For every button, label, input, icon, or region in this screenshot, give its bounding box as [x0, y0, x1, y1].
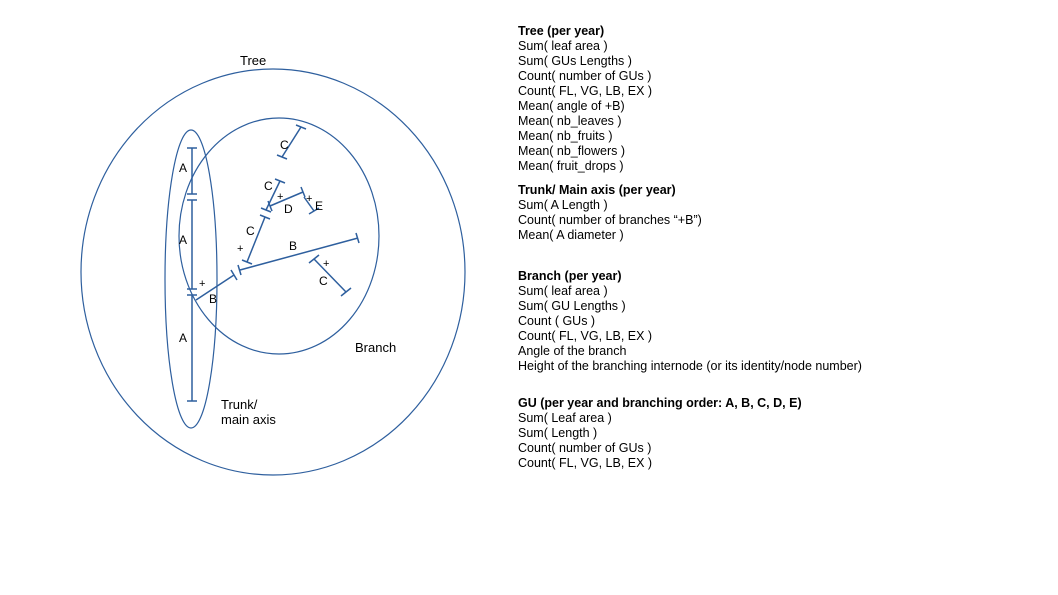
metric-item: Mean( angle of +B) — [518, 99, 625, 113]
metric-item: Mean( nb_flowers ) — [518, 144, 625, 158]
plus-marker: + — [306, 193, 312, 205]
segment-label-a-2: A — [179, 233, 187, 247]
section-title: Branch (per year) — [518, 269, 622, 283]
trunk-label-line2: main axis — [221, 412, 276, 427]
metric-item: Sum( GUs Lengths ) — [518, 54, 632, 68]
metric-item: Mean( fruit_drops ) — [518, 159, 624, 173]
diagram-shapes — [80, 68, 466, 476]
section-title: GU (per year and branching order: A, B, … — [518, 396, 802, 410]
metric-item: Sum( GU Lengths ) — [518, 299, 626, 313]
gu-section: GU (per year and branching order: A, B, … — [518, 396, 1038, 471]
metric-item: Sum( leaf area ) — [518, 39, 608, 53]
segment-c-middle — [265, 180, 281, 211]
branch-label: Branch — [355, 340, 396, 355]
metric-item: Height of the branching internode (or it… — [518, 359, 862, 373]
metric-item: Mean( nb_fruits ) — [518, 129, 613, 143]
segment-e — [303, 196, 315, 212]
metric-item: Count ( GUs ) — [518, 314, 596, 328]
plus-marker: + — [199, 278, 205, 290]
segment-label-c-lower: C — [246, 224, 255, 238]
metric-item: Sum( leaf area ) — [518, 284, 608, 298]
segment-label-c-middle: C — [264, 179, 273, 193]
structure-diagram: Tree Branch Trunk/ main axis A A A B B C… — [80, 53, 466, 476]
segment-c-lower — [246, 216, 266, 263]
metric-item: Count( FL, VG, LB, EX ) — [518, 84, 653, 98]
segment-c-top — [281, 126, 302, 158]
metric-item: Sum( A Length ) — [518, 198, 608, 212]
branch-section: Branch (per year) Sum( leaf area ) Sum( … — [518, 269, 1038, 374]
segment-b-upper — [239, 237, 359, 271]
trunk-section: Trunk/ Main axis (per year) Sum( A Lengt… — [518, 183, 1038, 243]
segment-label-a-1: A — [179, 161, 187, 175]
section-title: Trunk/ Main axis (per year) — [518, 183, 676, 197]
metric-item: Count( number of GUs ) — [518, 69, 652, 83]
tree-label: Tree — [240, 53, 266, 68]
segment-label-c-top: C — [280, 138, 289, 152]
plus-marker: + — [323, 258, 329, 270]
plus-marker: + — [277, 191, 283, 203]
metric-item: Count( number of GUs ) — [518, 441, 652, 455]
tree-circle — [80, 68, 466, 476]
metric-item: Angle of the branch — [518, 344, 627, 358]
segment-label-e: E — [315, 199, 323, 213]
tree-section: Tree (per year) Sum( leaf area ) Sum( GU… — [518, 24, 1038, 174]
segment-c-right — [313, 258, 347, 293]
segment-b-lower — [195, 274, 235, 301]
segment-label-d: D — [284, 202, 293, 216]
metric-item: Sum( Length ) — [518, 426, 598, 440]
segment-label-b-upper: B — [289, 239, 297, 253]
metric-item: Mean( A diameter ) — [518, 228, 624, 242]
segment-label-c-right: C — [319, 274, 328, 288]
segment-label-b-lower: B — [209, 292, 217, 306]
plus-marker: + — [237, 243, 243, 255]
segment-label-a-3: A — [179, 331, 187, 345]
trunk-label-line1: Trunk/ — [221, 397, 258, 412]
trunk-ellipse — [164, 129, 218, 429]
segments — [187, 124, 360, 402]
metric-item: Count( number of branches “+B”) — [518, 213, 702, 227]
metric-item: Sum( Leaf area ) — [518, 411, 612, 425]
metric-item: Mean( nb_leaves ) — [518, 114, 622, 128]
metrics-panel: Tree (per year) Sum( leaf area ) Sum( GU… — [518, 24, 1038, 471]
branch-circle — [178, 117, 380, 355]
metric-item: Count( FL, VG, LB, EX ) — [518, 329, 653, 343]
metric-item: Count( FL, VG, LB, EX ) — [518, 456, 653, 470]
segment-d — [269, 191, 304, 207]
section-title: Tree (per year) — [518, 24, 605, 38]
